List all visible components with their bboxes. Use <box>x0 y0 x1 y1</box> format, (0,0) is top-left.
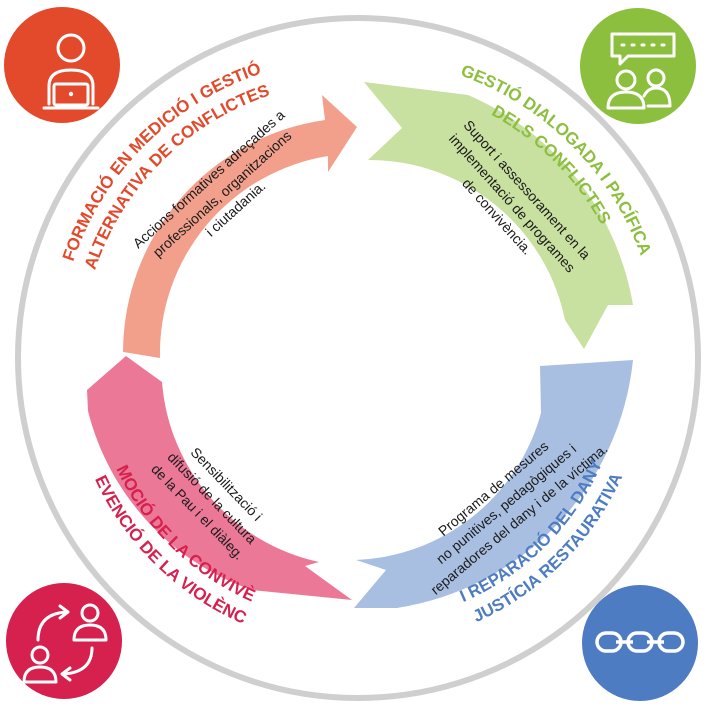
laptop-user-icon <box>42 33 100 110</box>
top-right-arrow-band <box>364 82 633 349</box>
top-right-icon-circle <box>580 8 696 124</box>
dialogue-people-icon <box>606 32 676 110</box>
people-exchange-icon <box>22 603 108 684</box>
bottom-left-icon-circle <box>6 583 122 699</box>
chain-links-icon <box>595 631 685 653</box>
top-left-icon-circle <box>4 7 120 123</box>
bottom-left-arrow-band <box>87 356 352 600</box>
top-left-arrow-band <box>123 95 357 358</box>
bottom-right-icon-circle <box>582 585 698 701</box>
bottom-right-arrow-band <box>354 360 633 608</box>
outer-ring <box>15 15 701 701</box>
